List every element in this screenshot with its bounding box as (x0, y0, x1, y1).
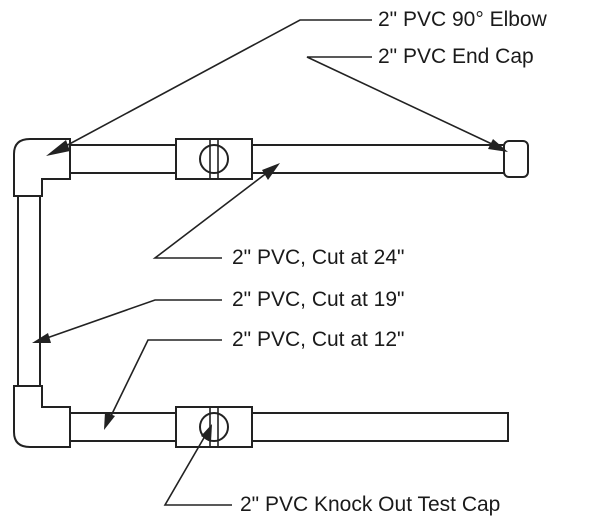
label-cut-19: 2" PVC, Cut at 19" (232, 288, 405, 311)
label-cut-12: 2" PVC, Cut at 12" (232, 328, 405, 351)
end-cap (503, 140, 529, 178)
bottom-pipe-12in (61, 412, 509, 442)
elbow-leader (46, 19, 372, 156)
label-end-cap: 2" PVC End Cap (378, 45, 534, 68)
top-knockout-cap-icon (199, 140, 229, 178)
cut-12-leader (104, 339, 222, 430)
top-pipe-24in (61, 144, 509, 174)
label-elbow: 2" PVC 90° Elbow (378, 8, 547, 31)
end-cap-leader (306, 56, 508, 152)
label-cut-24: 2" PVC, Cut at 24" (232, 246, 405, 269)
bottom-elbow (13, 385, 71, 448)
cut-19-leader (32, 299, 222, 343)
vertical-pipe-19in (17, 195, 41, 387)
cut-24-leader (152, 163, 280, 259)
label-test-cap: 2" PVC Knock Out Test Cap (240, 493, 501, 516)
test-cap-leader (163, 424, 232, 506)
